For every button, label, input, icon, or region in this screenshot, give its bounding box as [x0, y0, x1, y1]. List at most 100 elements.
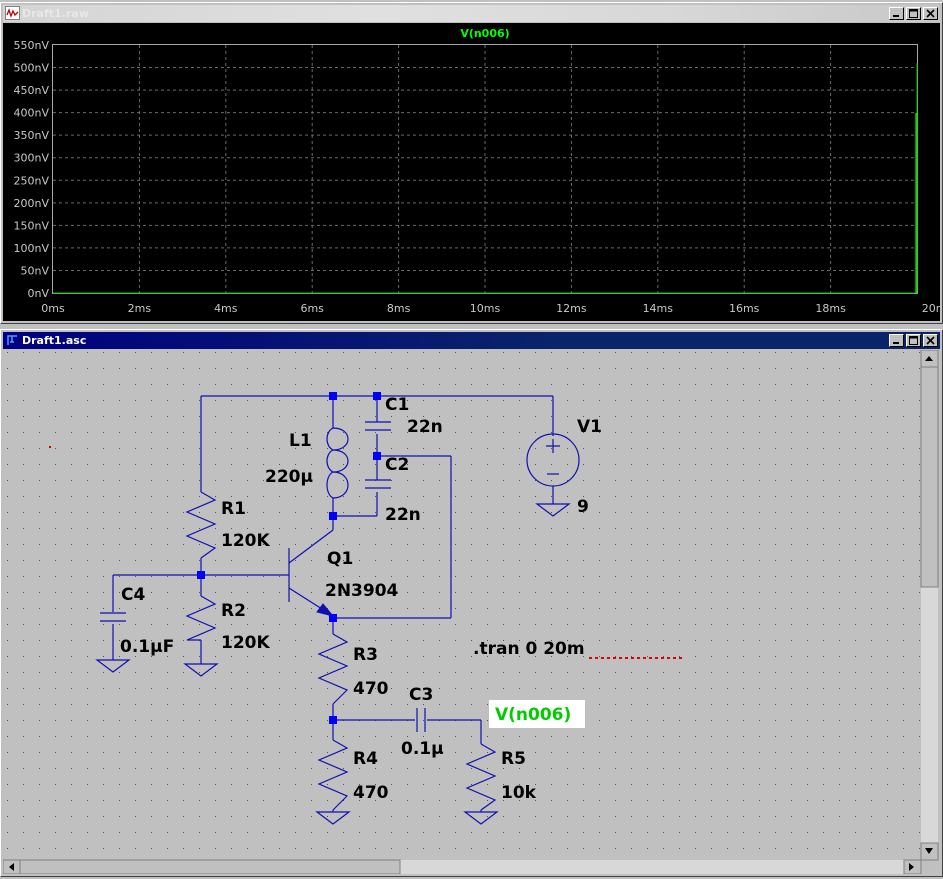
x-tick-label: 12ms — [556, 302, 587, 315]
voltage-source-v1 — [526, 433, 580, 487]
resistor-r1 — [185, 491, 217, 559]
y-tick-label: 400nV — [14, 107, 50, 120]
scroll-down-icon — [925, 848, 933, 854]
restore-button[interactable] — [906, 7, 921, 20]
r5-name[interactable]: R5 — [501, 749, 526, 769]
r4-value[interactable]: 470 — [353, 783, 389, 803]
inductor-l1-coil — [326, 427, 349, 499]
r1-name[interactable]: R1 — [221, 499, 246, 519]
y-tick-label: 0nV — [28, 287, 50, 300]
minimize-button[interactable] — [889, 7, 904, 20]
resistors — [185, 491, 497, 811]
c2-name[interactable]: C2 — [385, 455, 409, 475]
plot-grid — [53, 45, 917, 293]
v1-plus-icon — [546, 439, 560, 453]
horizontal-scrollbar[interactable] — [2, 859, 922, 875]
resistor-r5 — [465, 743, 497, 811]
restore-icon — [909, 336, 918, 345]
y-tick-label: 550nV — [14, 39, 50, 52]
r1-value[interactable]: 120K — [221, 531, 270, 551]
ground-icon — [95, 659, 131, 673]
r2-name[interactable]: R2 — [221, 601, 246, 621]
c3-name[interactable]: C3 — [409, 685, 433, 705]
waveform-app-icon — [5, 6, 20, 20]
y-tick-label: 500nV — [14, 62, 50, 75]
resistor-r3 — [317, 633, 349, 705]
q1-name[interactable]: Q1 — [327, 549, 353, 569]
x-tick-label: 16ms — [729, 302, 760, 315]
r2-value[interactable]: 120K — [221, 633, 270, 653]
junction-nodes — [197, 392, 381, 724]
minimize-icon — [893, 15, 899, 17]
resistor-r2 — [185, 595, 217, 641]
r3-value[interactable]: 470 — [353, 679, 389, 699]
x-tick-label: 0ms — [41, 302, 65, 315]
ground-symbols — [95, 503, 571, 825]
emitter-arrow — [316, 603, 335, 617]
close-button[interactable] — [923, 334, 938, 347]
r3-name[interactable]: R3 — [353, 645, 378, 665]
resistor-r4 — [317, 739, 349, 811]
waveform-window: Draft1.raw V(n006) 550nV 500nV 450nV 400nV 3… — [0, 2, 943, 324]
close-button[interactable] — [923, 7, 938, 20]
ground-icon — [463, 811, 499, 825]
q1-value[interactable]: 2N3904 — [325, 581, 399, 601]
schematic-title-bar[interactable]: Draft1.asc — [3, 332, 940, 349]
probe-label[interactable]: V(n006) — [495, 705, 571, 725]
x-tick-label: 2ms — [128, 302, 152, 315]
schematic-canvas[interactable]: C1 22n L1 220µ C2 22n V1 9 R1 120K Q1 2N… — [2, 349, 940, 875]
vertical-scroll-thumb[interactable] — [920, 366, 939, 588]
scroll-up-icon — [925, 356, 933, 361]
x-tick-label: 8ms — [387, 302, 411, 315]
v1-name[interactable]: V1 — [577, 417, 602, 437]
l1-name[interactable]: L1 — [289, 431, 312, 451]
v1-value[interactable]: 9 — [577, 497, 589, 517]
spice-directive[interactable]: .tran 0 20m — [473, 639, 585, 659]
x-tick-label: 14ms — [643, 302, 674, 315]
x-tick-label: 10ms — [470, 302, 501, 315]
c4-name[interactable]: C4 — [121, 585, 145, 605]
y-tick-label: 450nV — [14, 84, 50, 97]
schematic-drawing: C1 22n L1 220µ C2 22n V1 9 R1 120K Q1 2N… — [2, 349, 939, 875]
minimize-icon — [893, 342, 899, 344]
x-tick-label: 20ms — [922, 302, 940, 315]
x-axis-ticks: 0ms2ms4ms6ms8ms10ms12ms14ms16ms18ms20ms — [41, 302, 943, 315]
probe-label-box — [489, 700, 585, 728]
c3-value[interactable]: 0.1µ — [401, 739, 444, 759]
y-tick-label: 200nV — [14, 197, 50, 210]
c4-value[interactable]: 0.1µF — [120, 637, 174, 657]
waveform-plot: V(n006) 550nV500nV450nV400nV350nV300nV25… — [14, 27, 943, 315]
r4-name[interactable]: R4 — [353, 749, 378, 769]
ground-icon — [535, 503, 571, 517]
y-tick-label: 350nV — [14, 129, 50, 142]
y-tick-label: 250nV — [14, 174, 50, 187]
scroll-left-icon — [9, 863, 14, 871]
y-axis-ticks: 550nV500nV450nV400nV350nV300nV250nV200nV… — [14, 39, 50, 300]
l1-value[interactable]: 220µ — [265, 467, 313, 487]
close-icon — [926, 9, 935, 18]
restore-button[interactable] — [906, 334, 921, 347]
y-tick-label: 150nV — [14, 219, 50, 232]
waveform-window-title: Draft1.raw — [22, 7, 89, 20]
y-tick-label: 50nV — [21, 264, 50, 277]
r5-value[interactable]: 10k — [501, 783, 537, 803]
close-icon — [926, 336, 935, 345]
x-tick-label: 18ms — [815, 302, 846, 315]
grid-dots — [3, 350, 921, 860]
vertical-scrollbar[interactable] — [920, 349, 939, 861]
restore-icon — [909, 9, 918, 18]
schematic-app-icon — [7, 335, 17, 345]
horizontal-scroll-thumb[interactable] — [19, 859, 401, 875]
minimize-button[interactable] — [889, 334, 904, 347]
schematic-window: Draft1.asc — [0, 329, 943, 877]
c1-name[interactable]: C1 — [385, 395, 409, 415]
y-tick-label: 100nV — [14, 242, 50, 255]
trace-label[interactable]: V(n006) — [460, 27, 509, 40]
c2-value[interactable]: 22n — [385, 505, 421, 525]
cursor-mark — [49, 446, 51, 448]
ground-icon — [315, 811, 351, 825]
waveform-title-bar[interactable]: Draft1.raw — [3, 5, 940, 22]
c1-value[interactable]: 22n — [407, 417, 443, 437]
x-tick-label: 4ms — [214, 302, 238, 315]
